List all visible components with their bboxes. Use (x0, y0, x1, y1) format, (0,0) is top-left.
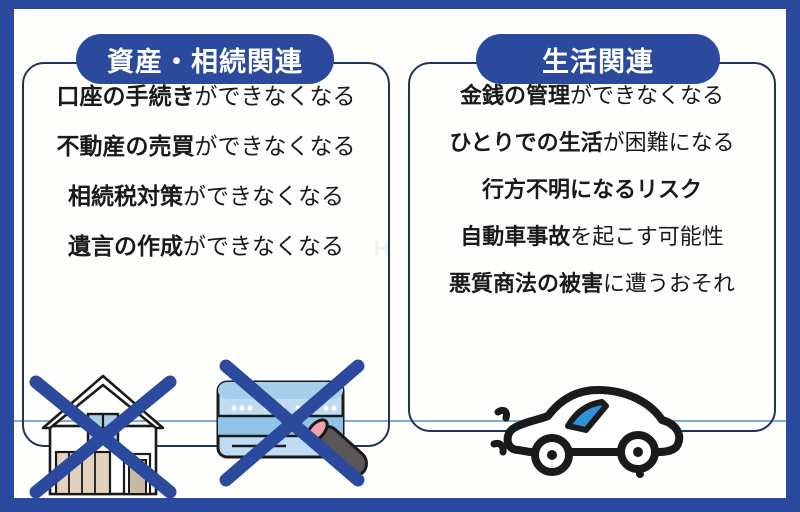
frame-bar-top (0, 0, 800, 9)
list-item-emphasis: 行方不明になるリスク (481, 177, 702, 202)
list-item-rest: ができなくなる (183, 233, 344, 259)
list-item-emphasis: 金銭の管理 (459, 83, 570, 108)
list-item-emphasis: 口座の手続き (56, 83, 195, 109)
panel-header-daily-life: 生活関連 (476, 34, 720, 84)
house-crossed-out-icon (28, 368, 178, 503)
watermark: H (374, 236, 392, 261)
list-item-rest: ができなくなる (570, 83, 725, 108)
list-item: 口座の手続きができなくなる (57, 85, 356, 108)
list-item-rest: ができなくなる (183, 183, 344, 209)
list-daily-life: 金銭の管理ができなくなる ひとりでの生活が困難になる 行方不明になるリスク 自動… (408, 0, 776, 320)
list-item: 行方不明になるリスク (482, 179, 702, 201)
list-item-rest: が困難になる (602, 130, 735, 155)
frame-bar-right (786, 0, 800, 512)
list-item-emphasis: 不動産の売買 (56, 133, 195, 159)
list-item: 相続税対策ができなくなる (68, 185, 344, 208)
car-icon (490, 372, 700, 487)
ground-baseline (14, 420, 786, 422)
list-item-rest: ができなくなる (194, 133, 356, 159)
list-item: 悪質商法の被害に遭うおそれ (449, 273, 735, 295)
list-item-rest: を起こす可能性 (570, 224, 724, 249)
list-item: ひとりでの生活が困難になる (449, 132, 734, 154)
frame-bar-left (0, 0, 14, 512)
list-item-rest: ができなくなる (194, 83, 356, 109)
list-item-emphasis: 悪質商法の被害 (448, 271, 603, 296)
list-item: 金銭の管理ができなくなる (460, 85, 724, 107)
panel-header-assets-inheritance: 資産・相続関連 (76, 34, 334, 84)
list-assets-inheritance: 口座の手続きができなくなる 不動産の売買ができなくなる 相続税対策ができなくなる… (22, 0, 390, 285)
list-item-emphasis: 自動車事故 (460, 224, 571, 249)
list-item: 遺言の作成ができなくなる (68, 235, 344, 258)
list-item-emphasis: ひとりでの生活 (449, 130, 603, 155)
list-item: 不動産の売買ができなくなる (57, 135, 356, 158)
credit-card-and-stamp-crossed-out-icon (190, 358, 380, 503)
list-item-emphasis: 相続税対策 (68, 183, 183, 209)
list-item-emphasis: 遺言の作成 (68, 233, 183, 259)
frame-bar-bottom (0, 498, 800, 512)
list-item-rest: に遭うおそれ (603, 271, 736, 296)
list-item: 自動車事故を起こす可能性 (460, 226, 724, 248)
